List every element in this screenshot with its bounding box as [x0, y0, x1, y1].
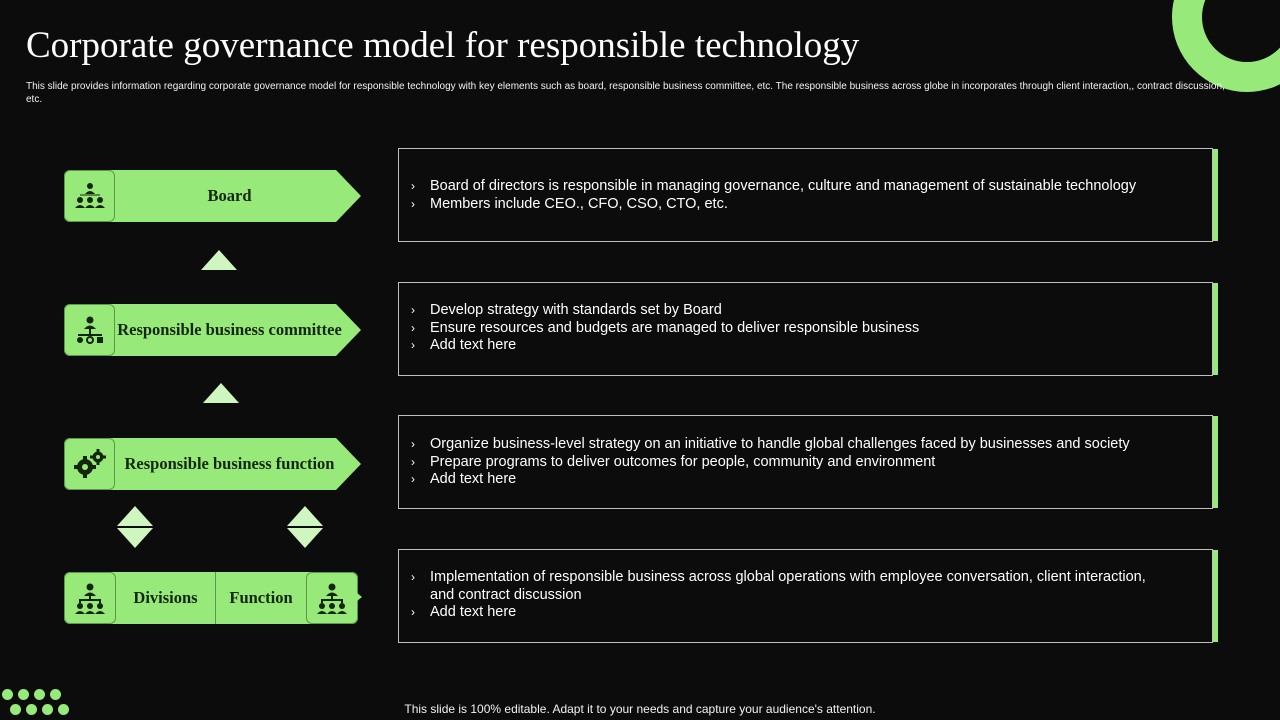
up-arrow-icon	[117, 506, 153, 526]
chevron-label-function: Responsible business function	[124, 454, 335, 473]
chevron-label-board: Board	[207, 186, 252, 205]
up-arrow-icon	[201, 250, 237, 270]
chevron-right-icon: ›	[411, 605, 415, 619]
list-item: ›Ensure resources and budgets are manage…	[411, 319, 920, 336]
text-box-divisions: ›Implementation of responsible business …	[398, 549, 1218, 643]
chevron-right-icon: ›	[411, 303, 415, 317]
list-item: ›Organize business-level strategy on an …	[411, 436, 1130, 452]
small-arrow-icon	[357, 593, 362, 601]
text-box-board: ›Board of directors is responsible in ma…	[398, 148, 1218, 242]
chevron-right-icon: ›	[411, 196, 415, 211]
list-item: ›Prepare programs to deliver outcomes fo…	[411, 453, 936, 470]
down-arrow-icon	[287, 528, 323, 548]
chevron-function: Responsible business function	[64, 438, 361, 490]
list-item: ›Add text here	[411, 337, 517, 353]
list-item: ›Implementation of responsible business …	[411, 569, 1146, 603]
list-item: ›Board of directors is responsible in ma…	[411, 178, 1137, 194]
divisions-function-row: Divisions Function	[64, 572, 358, 624]
divider	[215, 572, 216, 624]
team-hierarchy-icon	[64, 572, 116, 624]
chevron-right-icon: ›	[411, 454, 415, 469]
chevron-right-icon: ›	[411, 437, 415, 451]
list-item: ›Develop strategy with standards set by …	[411, 302, 722, 318]
footer-note: This slide is 100% editable. Adapt it to…	[404, 702, 876, 716]
chevron-right-icon: ›	[411, 472, 415, 486]
slide-title: Corporate governance model for responsib…	[26, 25, 860, 66]
divisions-label: Divisions	[133, 588, 198, 607]
chevron-right-icon: ›	[411, 338, 415, 352]
up-arrow-icon	[203, 383, 239, 403]
chevron-board: Board	[64, 170, 361, 222]
org-chart-icon	[64, 304, 115, 356]
accent-bar	[1213, 283, 1218, 375]
accent-bar	[1213, 550, 1218, 642]
text-box-function: ›Organize business-level strategy on an …	[398, 415, 1218, 509]
list-item: ›Add text here	[411, 604, 517, 620]
function-label: Function	[229, 588, 293, 607]
chevron-right-icon: ›	[411, 179, 415, 193]
chevron-committee: Responsible business committee	[64, 304, 361, 356]
decorative-ring	[1172, 0, 1280, 92]
accent-bar	[1213, 149, 1218, 241]
chevron-right-icon: ›	[411, 320, 415, 335]
text-box-committee: ›Develop strategy with standards set by …	[398, 282, 1218, 376]
list-item: ›Members include CEO., CFO, CSO, CTO, et…	[411, 195, 728, 212]
team-hierarchy-icon	[306, 572, 358, 624]
chevron-label-committee: Responsible business committee	[117, 320, 342, 339]
slide-subtitle: This slide provides information regardin…	[26, 81, 1225, 105]
chevron-right-icon: ›	[411, 570, 415, 584]
accent-bar	[1213, 416, 1218, 508]
gears-icon	[64, 438, 115, 490]
down-arrow-icon	[117, 528, 153, 548]
up-arrow-icon	[287, 506, 323, 526]
people-group-icon	[64, 170, 115, 222]
list-item: ›Add text here	[411, 471, 517, 487]
